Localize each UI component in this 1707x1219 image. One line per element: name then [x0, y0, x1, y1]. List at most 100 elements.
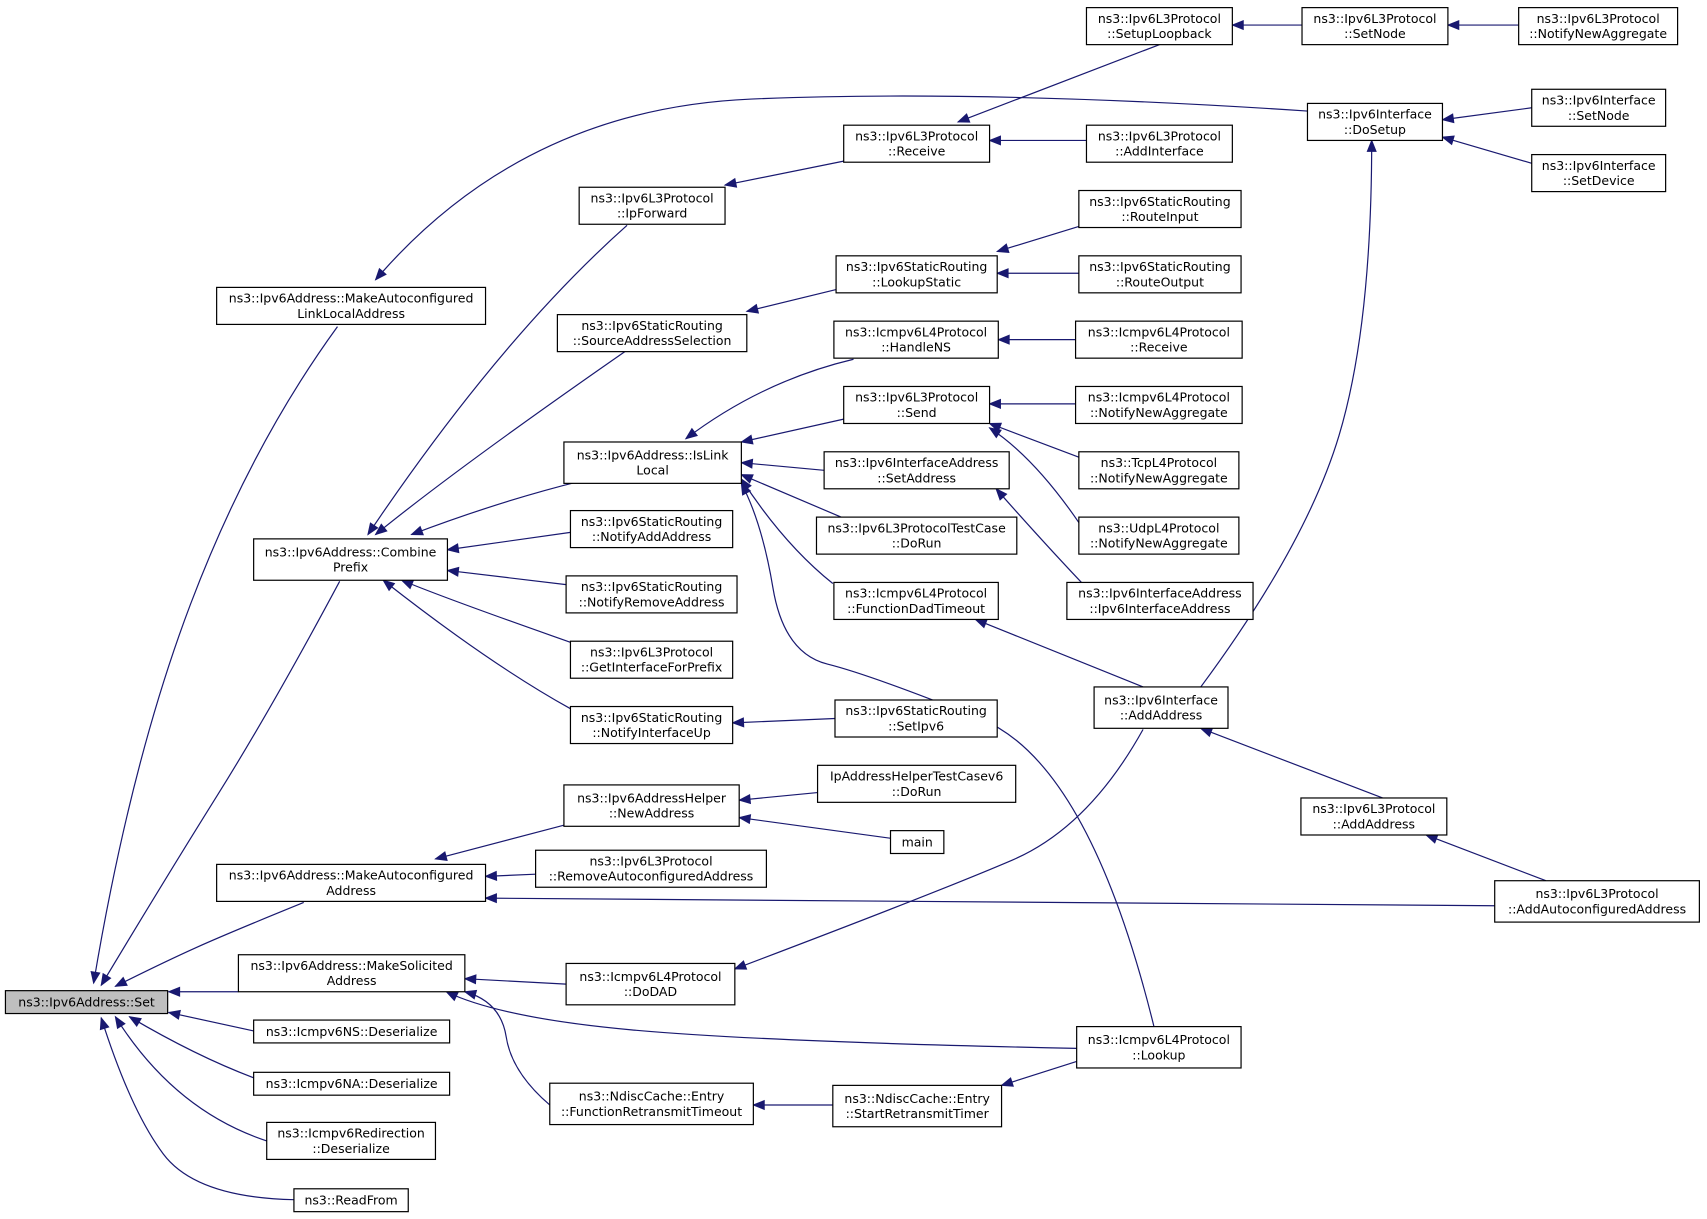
- node-testcase[interactable]: ns3::Ipv6L3ProtocolTestCase::DoRun: [815, 516, 1018, 555]
- node-label-tcpnotify-line-1: ::NotifyNewAggregate: [1090, 470, 1228, 485]
- arrowhead-ifaddaddr: [1199, 727, 1214, 738]
- node-newaddr[interactable]: ns3::Ipv6AddressHelper::NewAddress: [563, 784, 740, 827]
- node-ipfwd[interactable]: ns3::Ipv6L3Protocol::IpForward: [578, 186, 726, 225]
- node-label-icmprecv-line-1: ::Receive: [1130, 340, 1188, 355]
- node-srcsel[interactable]: ns3::Ipv6StaticRouting::SourceAddressSel…: [556, 314, 748, 353]
- node-notifyrem[interactable]: ns3::Ipv6StaticRouting::NotifyRemoveAddr…: [565, 575, 738, 614]
- node-redir[interactable]: ns3::Icmpv6Redirection::Deserialize: [266, 1121, 437, 1161]
- node-label-dadtimeout-line-0: ns3::Icmpv6L4Protocol: [845, 586, 987, 601]
- node-label-mkll-line-1: LinkLocalAddress: [297, 306, 405, 321]
- node-receive[interactable]: ns3::Ipv6L3Protocol::Receive: [843, 124, 991, 163]
- node-box-removeauto: [535, 849, 767, 888]
- node-label-ifsetnode-line-1: ::SetNode: [1568, 108, 1630, 123]
- node-label-routeinput-line-0: ns3::Ipv6StaticRouting: [1089, 194, 1230, 209]
- node-label-routeoutput-line-0: ns3::Ipv6StaticRouting: [1089, 259, 1230, 274]
- edge-ifsetdevice-to-dosetup: [1442, 136, 1532, 164]
- arrowhead-set: [114, 1015, 126, 1030]
- node-startretx[interactable]: ns3::NdiscCache::Entry::StartRetransmitT…: [832, 1084, 1003, 1128]
- node-dodad[interactable]: ns3::Icmpv6L4Protocol::DoDAD: [565, 962, 736, 1006]
- edge-routeinput-to-lookupstatic: [997, 225, 1080, 253]
- arrowhead-set: [167, 1009, 181, 1020]
- node-ifaddaddr[interactable]: ns3::Ipv6Interface::AddAddress: [1093, 686, 1229, 729]
- node-box-combine: [253, 538, 449, 581]
- node-box-notifyup: [569, 705, 734, 745]
- node-routeoutput[interactable]: ns3::Ipv6StaticRouting::RouteOutput: [1078, 255, 1242, 294]
- node-label-ifsetdevice-line-1: ::SetDevice: [1563, 173, 1635, 188]
- node-routeinput[interactable]: ns3::Ipv6StaticRouting::RouteInput: [1078, 189, 1242, 229]
- node-tcpnotify[interactable]: ns3::TcpL4Protocol::NotifyNewAggregate: [1078, 451, 1240, 490]
- edge-nsdes-to-set: [168, 1011, 254, 1032]
- node-set[interactable]: ns3::Ipv6Address::Set: [4, 990, 169, 1015]
- node-notifyagg[interactable]: ns3::Ipv6L3Protocol::NotifyNewAggregate: [1518, 7, 1679, 46]
- node-main[interactable]: main: [889, 830, 945, 855]
- node-addif[interactable]: ns3::Ipv6L3Protocol::AddInterface: [1085, 124, 1233, 163]
- node-icmpnotify[interactable]: ns3::Icmpv6L4Protocol::NotifyNewAggregat…: [1074, 385, 1243, 425]
- node-addautoaddr[interactable]: ns3::Ipv6L3Protocol::AddAutoconfiguredAd…: [1494, 880, 1700, 923]
- node-l3addaddr[interactable]: ns3::Ipv6L3Protocol::AddAddress: [1300, 797, 1448, 836]
- node-mkauto[interactable]: ns3::Ipv6Address::MakeAutoconfiguredAddr…: [216, 863, 487, 903]
- node-box-ifaddaddr: [1093, 686, 1229, 729]
- node-label-lookupstatic-line-0: ns3::Ipv6StaticRouting: [846, 259, 987, 274]
- node-label-dodad-line-0: ns3::Icmpv6L4Protocol: [579, 969, 721, 984]
- arrowhead-dosetup: [1441, 113, 1455, 124]
- node-box-send: [843, 385, 991, 425]
- node-label-dosetup-line-0: ns3::Ipv6Interface: [1318, 107, 1432, 122]
- node-label-routeinput-line-1: ::RouteInput: [1121, 209, 1198, 224]
- arrowhead-setaddress: [995, 487, 1008, 501]
- node-iphelpertest[interactable]: IpAddressHelperTestCasev6::DoRun: [816, 764, 1017, 803]
- node-label-icmpnotify-line-1: ::NotifyNewAggregate: [1090, 405, 1228, 420]
- node-setnode[interactable]: ns3::Ipv6L3Protocol::SetNode: [1301, 7, 1449, 46]
- node-removeauto[interactable]: ns3::Ipv6L3Protocol::RemoveAutoconfigure…: [535, 849, 767, 888]
- node-funcretx[interactable]: ns3::NdiscCache::Entry::FunctionRetransm…: [549, 1082, 754, 1126]
- node-label-l3addaddr-line-1: ::AddAddress: [1333, 816, 1415, 831]
- node-label-ipfwd-line-1: ::IpForward: [617, 206, 687, 221]
- arrowhead-newaddr: [737, 793, 752, 805]
- node-nsdes[interactable]: ns3::Icmpv6NS::Deserialize: [253, 1019, 451, 1044]
- edge-getif-to-combine: [401, 579, 571, 643]
- node-handlens[interactable]: ns3::Icmpv6L4Protocol::HandleNS: [833, 320, 999, 359]
- edge-mkll-to-set: [93, 326, 338, 984]
- arrowhead-islink: [740, 458, 754, 469]
- node-lookupstatic[interactable]: ns3::Ipv6StaticRouting::LookupStatic: [835, 255, 998, 294]
- edge-send-to-islink: [741, 418, 844, 443]
- node-udpnotify[interactable]: ns3::UdpL4Protocol::NotifyNewAggregate: [1078, 516, 1240, 555]
- node-label-removeauto-line-1: ::RemoveAutoconfiguredAddress: [549, 869, 754, 884]
- edge-testcase-to-islink: [741, 474, 844, 519]
- node-dadtimeout[interactable]: ns3::Icmpv6L4Protocol::FunctionDadTimeou…: [833, 581, 999, 621]
- node-readfrom[interactable]: ns3::ReadFrom: [293, 1188, 409, 1213]
- node-box-notifyadd: [569, 509, 734, 549]
- node-ifsetdevice[interactable]: ns3::Ipv6Interface::SetDevice: [1531, 153, 1667, 193]
- node-label-lookup-line-1: ::Lookup: [1132, 1047, 1185, 1062]
- node-icmprecv[interactable]: ns3::Icmpv6L4Protocol::Receive: [1074, 320, 1243, 359]
- node-notifyup[interactable]: ns3::Ipv6StaticRouting::NotifyInterfaceU…: [569, 705, 734, 745]
- edge-setaddress-to-islink: [741, 462, 825, 471]
- node-notifyadd[interactable]: ns3::Ipv6StaticRouting::NotifyAddAddress: [569, 509, 734, 549]
- arrowhead-set: [90, 970, 101, 985]
- arrowhead-islink: [740, 434, 754, 445]
- node-ifaddrctor[interactable]: ns3::Ipv6InterfaceAddress::Ipv6Interface…: [1066, 581, 1254, 621]
- arrowhead-combine: [367, 522, 379, 536]
- node-label-islink-line-1: Local: [636, 463, 668, 478]
- arrowhead-mkauto: [484, 893, 497, 904]
- node-getif[interactable]: ns3::Ipv6L3Protocol::GetInterfaceForPref…: [569, 640, 734, 679]
- node-label-mksol-line-0: ns3::Ipv6Address::MakeSolicited: [250, 958, 452, 973]
- node-box-srcsel: [556, 314, 748, 353]
- node-label-nades-line-0: ns3::Icmpv6NA::Deserialize: [266, 1076, 438, 1091]
- node-nades[interactable]: ns3::Icmpv6NA::Deserialize: [253, 1071, 451, 1096]
- node-mkll[interactable]: ns3::Ipv6Address::MakeAutoconfiguredLink…: [216, 286, 487, 326]
- arrowhead-islink: [740, 474, 754, 484]
- node-label-mkauto-line-0: ns3::Ipv6Address::MakeAutoconfigured: [229, 868, 474, 883]
- node-setaddress[interactable]: ns3::Ipv6InterfaceAddress::SetAddress: [823, 451, 1010, 490]
- node-setipv6[interactable]: ns3::Ipv6StaticRouting::SetIpv6: [834, 699, 998, 738]
- node-ifsetnode[interactable]: ns3::Ipv6Interface::SetNode: [1531, 88, 1667, 127]
- node-label-setaddress-line-0: ns3::Ipv6InterfaceAddress: [835, 455, 999, 470]
- node-setuploop[interactable]: ns3::Ipv6L3Protocol::SetupLoopback: [1085, 7, 1233, 46]
- node-lookup[interactable]: ns3::Icmpv6L4Protocol::Lookup: [1076, 1025, 1242, 1069]
- edge-ifsetnode-to-dosetup: [1442, 107, 1532, 121]
- node-send[interactable]: ns3::Ipv6L3Protocol::Send: [843, 385, 991, 425]
- node-dosetup[interactable]: ns3::Ipv6Interface::DoSetup: [1306, 102, 1444, 142]
- node-label-ipfwd-line-0: ns3::Ipv6L3Protocol: [591, 190, 714, 205]
